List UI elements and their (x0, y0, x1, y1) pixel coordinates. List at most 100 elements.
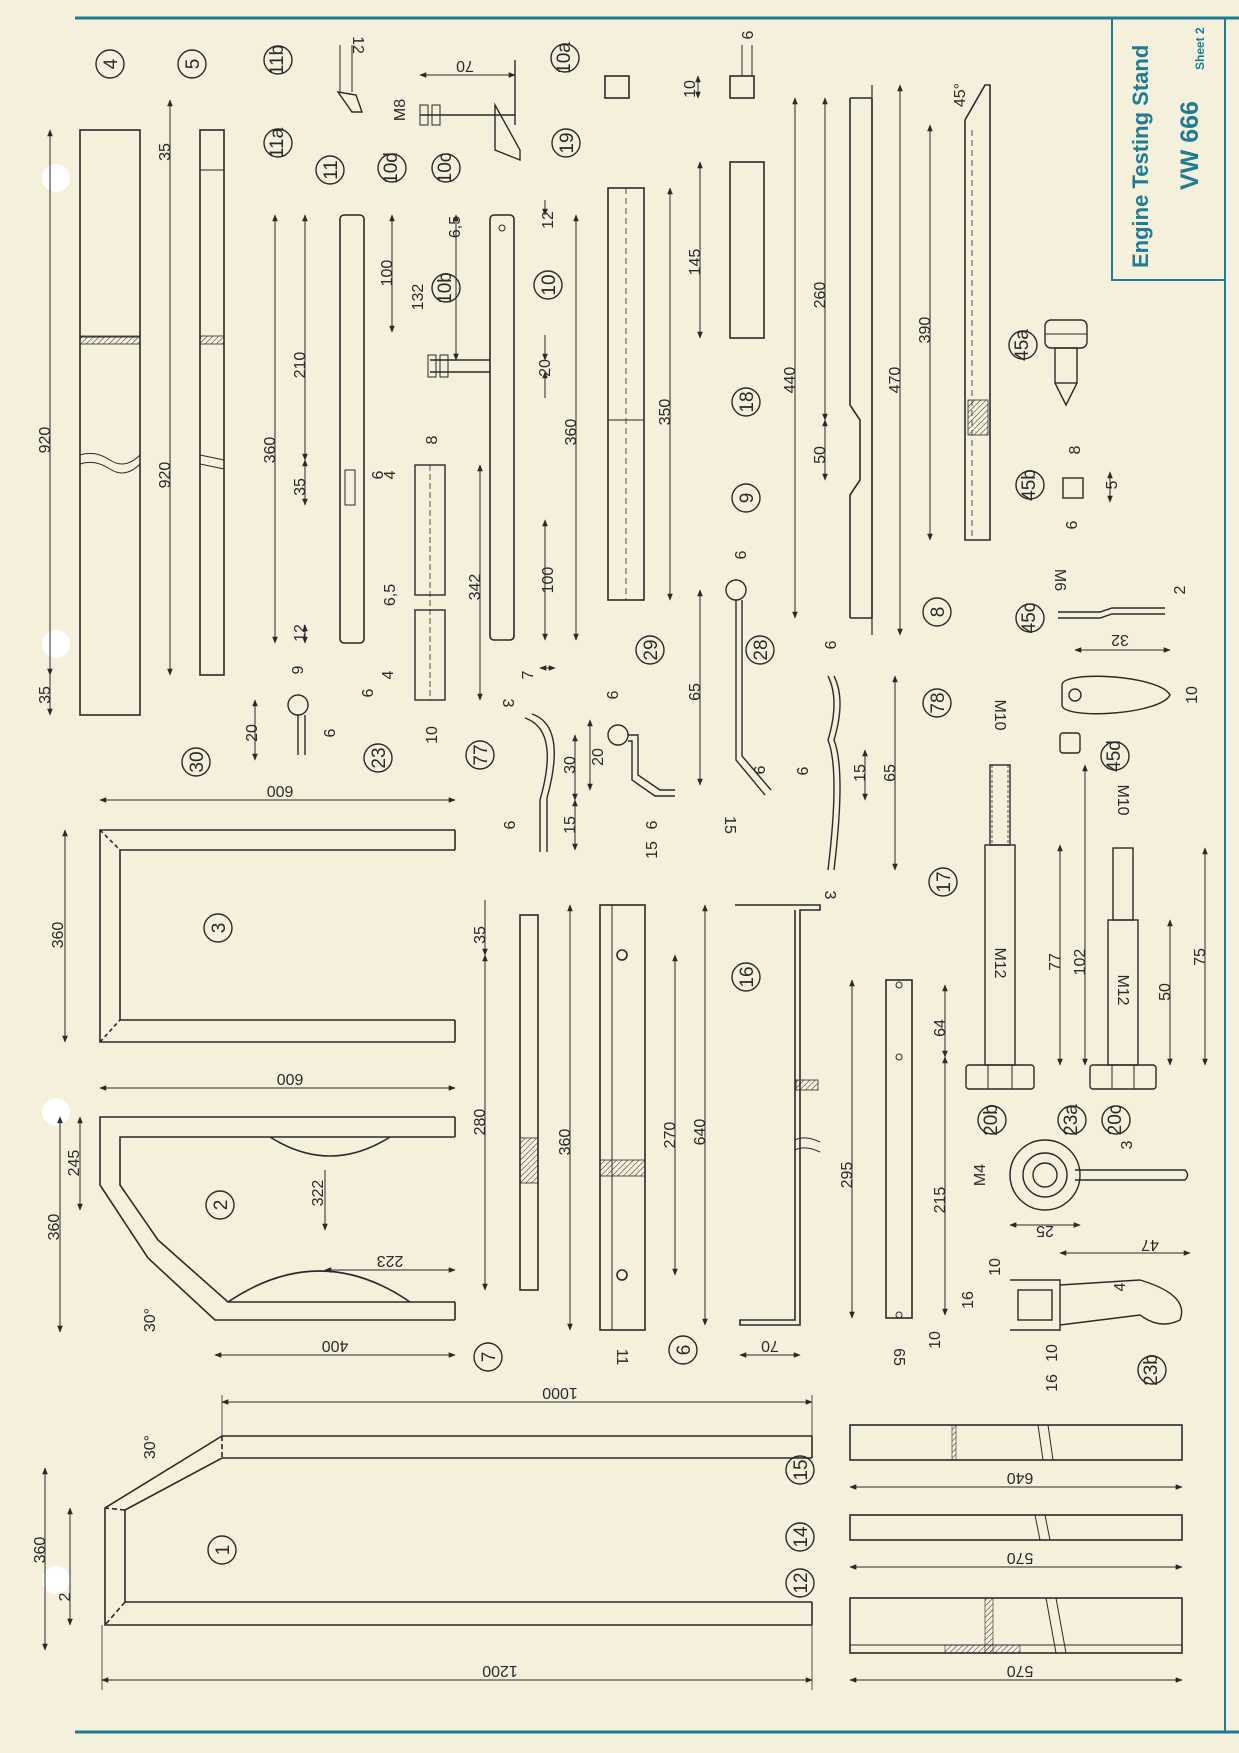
dim-19-350: 350 (657, 399, 674, 426)
dim-77-3: 3 (499, 699, 516, 708)
part-3-number: 3 (209, 923, 230, 934)
part-45c-labels: 45c M6 2 32 10 (1015, 569, 1201, 704)
part-16-labels: 16 640 70 (692, 962, 779, 1354)
dim-11-65: 6,5 (382, 584, 399, 606)
part-19-labels: 19 350 (551, 128, 674, 426)
part-20c-labels: 20c M10 M12 50 75 (1101, 784, 1209, 1135)
part-2-labels: 2 600 360 245 322 223 400 30° (46, 1070, 403, 1354)
dim-6-11: 11 (613, 1349, 630, 1366)
dim-20b-77: 77 (1047, 953, 1064, 971)
dim-23b-4: 4 (1112, 1282, 1129, 1291)
part-19-bar (607, 187, 673, 601)
dim-11-360: 360 (262, 437, 279, 464)
dim-17-215: 215 (932, 1187, 949, 1214)
part-23a-washer (1009, 1139, 1189, 1228)
sheet-border (75, 16, 1239, 1734)
dim-7-35: 35 (472, 926, 489, 944)
part-45c-lever (1058, 607, 1171, 715)
dim-3-h: 360 (50, 922, 67, 949)
part-17-strap (849, 979, 948, 1319)
dim-6-270: 270 (662, 1122, 679, 1149)
part-17-labels: 17 295 215 64 65 10 (839, 867, 958, 1366)
part-29-clip (587, 719, 675, 797)
part-78-number: 78 (928, 692, 949, 713)
part-30-number: 30 (187, 751, 208, 772)
part-20b-number: 20b (981, 1104, 1002, 1136)
part-28-hook (697, 579, 772, 796)
dim-30-9: 9 (290, 665, 307, 674)
dim-2-322: 322 (310, 1180, 327, 1207)
part-45a-labels: 45a (1008, 329, 1038, 361)
part-77-labels: 77 7 3 30 15 6 (465, 670, 579, 834)
part-9-channel (792, 84, 903, 636)
part-17-number: 17 (934, 871, 955, 892)
dim-2-400: 400 (322, 1337, 349, 1354)
part-77-number: 77 (471, 744, 492, 765)
part-8-number: 8 (928, 607, 949, 618)
dim-78-3: 3 (821, 891, 838, 900)
part-5-labels: 5 920 35 (157, 49, 207, 489)
dim-45c-2: 2 (1172, 585, 1189, 594)
dim-11-210: 210 (292, 352, 309, 379)
dim-78-65: 65 (882, 764, 899, 782)
dim-9-440: 440 (782, 367, 799, 394)
dim-77-7: 7 (520, 670, 537, 679)
part-12-number: 12 (791, 1572, 812, 1593)
dim-20c-50: 50 (1157, 983, 1174, 1001)
dim-23a-25: 25 (1036, 1222, 1054, 1239)
part-10a-10c-10d-labels: 10a 10c 10d 70 M8 (377, 42, 580, 184)
part-9-number: 9 (737, 493, 758, 504)
part-1-number: 1 (213, 1545, 234, 1556)
dim-10-20: 20 (537, 359, 554, 377)
dim-23a-m4: M4 (972, 1164, 989, 1186)
dim-2-angle: 30° (142, 1308, 159, 1332)
drawing-model: VW 666 (1176, 101, 1204, 190)
dim-2-245: 245 (66, 1150, 83, 1177)
dim-2-h: 360 (46, 1214, 63, 1241)
dim-11-100: 100 (379, 260, 396, 287)
dim-10d-m8: M8 (392, 99, 409, 121)
part-14-number: 14 (791, 1526, 812, 1548)
dim-7-280: 280 (472, 1109, 489, 1136)
part-45d-nut (1059, 732, 1081, 754)
part-23b-handle (1010, 1250, 1191, 1331)
part-78-labels: 78 9 65 15 6 3 (795, 641, 952, 900)
dim-2-223: 223 (377, 1252, 404, 1269)
dim-2-w: 600 (277, 1070, 304, 1087)
dim-18-145: 145 (687, 249, 704, 276)
dim-77-15: 15 (562, 816, 579, 834)
dim-1-angle: 30° (142, 1435, 159, 1459)
part-23-number: 23 (369, 747, 390, 768)
part-45d-number: 45d (1104, 740, 1125, 772)
dim-23b-16: 16 (960, 1291, 977, 1309)
part-23b-labels: 23b 47 16 10 4 10 16 (960, 1236, 1167, 1392)
part-11-bar (272, 214, 395, 644)
part-15-labels: 15 640 (785, 1455, 1033, 1486)
part-18-labels: 18 145 10 6 (682, 30, 761, 417)
dim-4-len: 920 (37, 427, 54, 454)
dim-1-total: 1200 (482, 1662, 518, 1679)
part-78-bracket (827, 675, 898, 871)
dim-11-4: 4 (382, 470, 399, 479)
dim-23b-10a: 10 (987, 1258, 1004, 1276)
part-11a-11b-labels: 11b 11a 12 (263, 36, 366, 158)
part-23b-number: 23b (1141, 1354, 1162, 1386)
dim-23b-16b: 16 (1044, 1374, 1061, 1392)
dim-18-10: 10 (682, 80, 699, 98)
part-4-bar (47, 129, 141, 716)
part-28-labels: 28 9 65 6 15 (687, 551, 775, 834)
dim-23a-3: 3 (1119, 1140, 1136, 1149)
dim-29-15: 15 (644, 841, 661, 859)
dim-8-45: 45° (952, 83, 969, 107)
dim-23-4: 4 (380, 670, 397, 679)
part-11b-number: 11b (267, 45, 288, 75)
part-11-labels: 11 360 210 100 35 12 6 4 6,5 (262, 155, 399, 642)
dim-29-6: 6 (644, 820, 661, 829)
dim-5-len: 920 (157, 462, 174, 489)
part-3-labels: 3 600 360 (50, 782, 293, 948)
dim-23-6: 6 (360, 688, 377, 697)
part-23-tube (414, 464, 483, 701)
dim-20b-m12: M12 (991, 947, 1008, 978)
part-45b-labels: 45b 8 5 6 (1015, 445, 1121, 529)
part-8-angle (927, 84, 991, 541)
